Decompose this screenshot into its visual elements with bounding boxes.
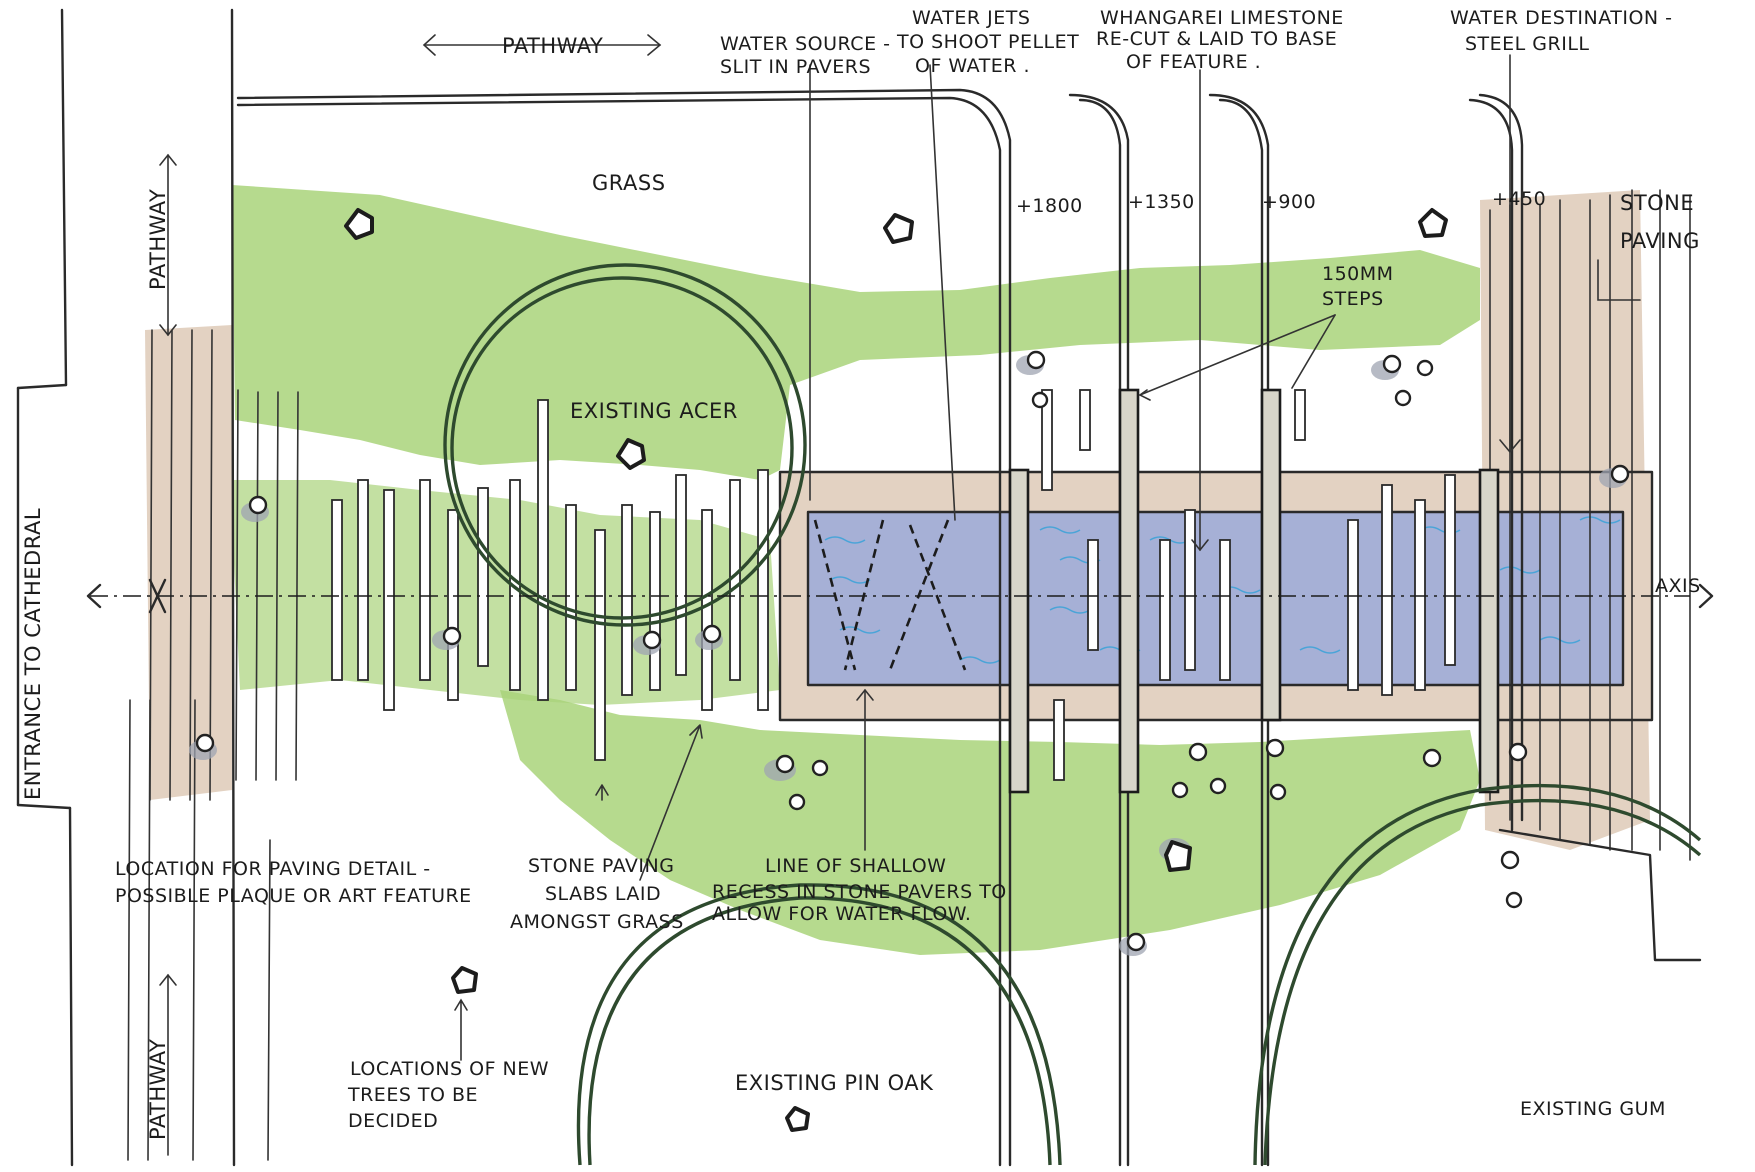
shrub-icon bbox=[1119, 932, 1147, 956]
tree-icon bbox=[1418, 208, 1448, 238]
shrub-icon bbox=[1599, 464, 1630, 488]
water-channel bbox=[808, 512, 1623, 685]
leader-lines bbox=[159, 34, 1641, 1156]
gum-label: EXISTING GUM bbox=[1520, 1098, 1666, 1120]
tree-icon bbox=[785, 1106, 810, 1132]
shrub-icon bbox=[1371, 354, 1434, 407]
stone-paving-label: STONE bbox=[1620, 191, 1694, 215]
existing-acer-canopy bbox=[443, 263, 807, 627]
feature-outline bbox=[778, 470, 1654, 722]
shrub-icon bbox=[189, 733, 217, 760]
level-1350-label: +1350 bbox=[1128, 191, 1195, 213]
steps-label: 150MM bbox=[1322, 263, 1394, 285]
stone-slabs-label: SLABS LAID bbox=[545, 883, 661, 905]
arrow-icon bbox=[86, 583, 1714, 609]
tree-icon bbox=[344, 208, 374, 240]
new-trees-label: DECIDED bbox=[348, 1110, 438, 1132]
level-900-label: +900 bbox=[1262, 191, 1316, 213]
water-jet-lines bbox=[813, 519, 967, 671]
stone-slabs-label: STONE PAVING bbox=[528, 855, 674, 877]
new-trees-label: LOCATIONS OF NEW bbox=[350, 1058, 549, 1080]
tree-icon bbox=[451, 966, 478, 994]
shrub-icon bbox=[764, 754, 829, 811]
shrub-icon bbox=[695, 624, 723, 650]
existing-acer-label: EXISTING ACER bbox=[570, 399, 738, 423]
paving-detail-label: LOCATION FOR PAVING DETAIL - bbox=[115, 858, 431, 880]
tree-icon bbox=[1159, 838, 1192, 872]
recess-label: LINE OF SHALLOW bbox=[765, 855, 946, 877]
entrance-boundary-lines bbox=[16, 8, 236, 1167]
level-step-lines bbox=[1008, 388, 1500, 794]
top-pathway-curves bbox=[236, 88, 1702, 1167]
stone-paving-label: PAVING bbox=[1620, 229, 1700, 253]
water-jets-label: WATER JETS bbox=[912, 7, 1030, 29]
steps-label: STEPS bbox=[1322, 288, 1384, 310]
shrub-icon bbox=[241, 495, 269, 522]
axis-label: AXIS bbox=[1655, 575, 1701, 597]
pathway-left-upper-label: PATHWAY bbox=[146, 189, 170, 290]
entrance-axis-marker bbox=[148, 578, 167, 614]
limestone-label: WHANGAREI LIMESTONE bbox=[1100, 7, 1344, 29]
shrub-icon bbox=[1016, 350, 1049, 409]
shrub-icon bbox=[1422, 742, 1528, 768]
limestone-label: OF FEATURE . bbox=[1126, 51, 1261, 73]
limestone-label: RE-CUT & LAID TO BASE bbox=[1096, 28, 1337, 50]
level-450-label: +450 bbox=[1492, 188, 1546, 210]
water-source-label: SLIT IN PAVERS bbox=[720, 56, 871, 78]
pin-oak-label: EXISTING PIN OAK bbox=[735, 1071, 934, 1095]
water-destination-label: WATER DESTINATION - bbox=[1450, 7, 1673, 29]
tree-icon bbox=[883, 213, 914, 244]
recess-label: RECESS IN STONE PAVERS TO bbox=[712, 881, 1007, 903]
shrub-icon bbox=[1265, 738, 1287, 801]
water-source-label: WATER SOURCE - bbox=[720, 33, 890, 55]
shrub-icon bbox=[1171, 742, 1227, 799]
pathway-top-label: PATHWAY bbox=[502, 34, 603, 58]
existing-gum-canopy bbox=[1253, 783, 1702, 1166]
entrance-label: ENTRANCE TO CATHEDRAL bbox=[21, 508, 45, 800]
grass-label: GRASS bbox=[592, 171, 666, 195]
shrub-icon bbox=[633, 630, 662, 655]
level-1800-label: +1800 bbox=[1016, 195, 1083, 217]
stone-slabs bbox=[331, 389, 1456, 781]
water-destination-label: STEEL GRILL bbox=[1465, 33, 1590, 55]
recess-label: ALLOW FOR WATER FLOW. bbox=[712, 903, 971, 925]
water-jets-label: OF WATER . bbox=[915, 55, 1030, 77]
shrub-icon bbox=[432, 626, 462, 650]
pathway-left-lower-label: PATHWAY bbox=[146, 1039, 170, 1140]
new-trees-label: TREES TO BE bbox=[347, 1084, 478, 1106]
shrub-icon bbox=[1500, 850, 1523, 909]
existing-pin-oak-canopy bbox=[576, 883, 1062, 1166]
stone-slabs-label: AMONGST GRASS bbox=[510, 911, 684, 933]
paving-detail-label: POSSIBLE PLAQUE OR ART FEATURE bbox=[115, 885, 472, 907]
tree-icon bbox=[616, 438, 646, 470]
water-jets-label: TO SHOOT PELLET bbox=[896, 31, 1079, 53]
